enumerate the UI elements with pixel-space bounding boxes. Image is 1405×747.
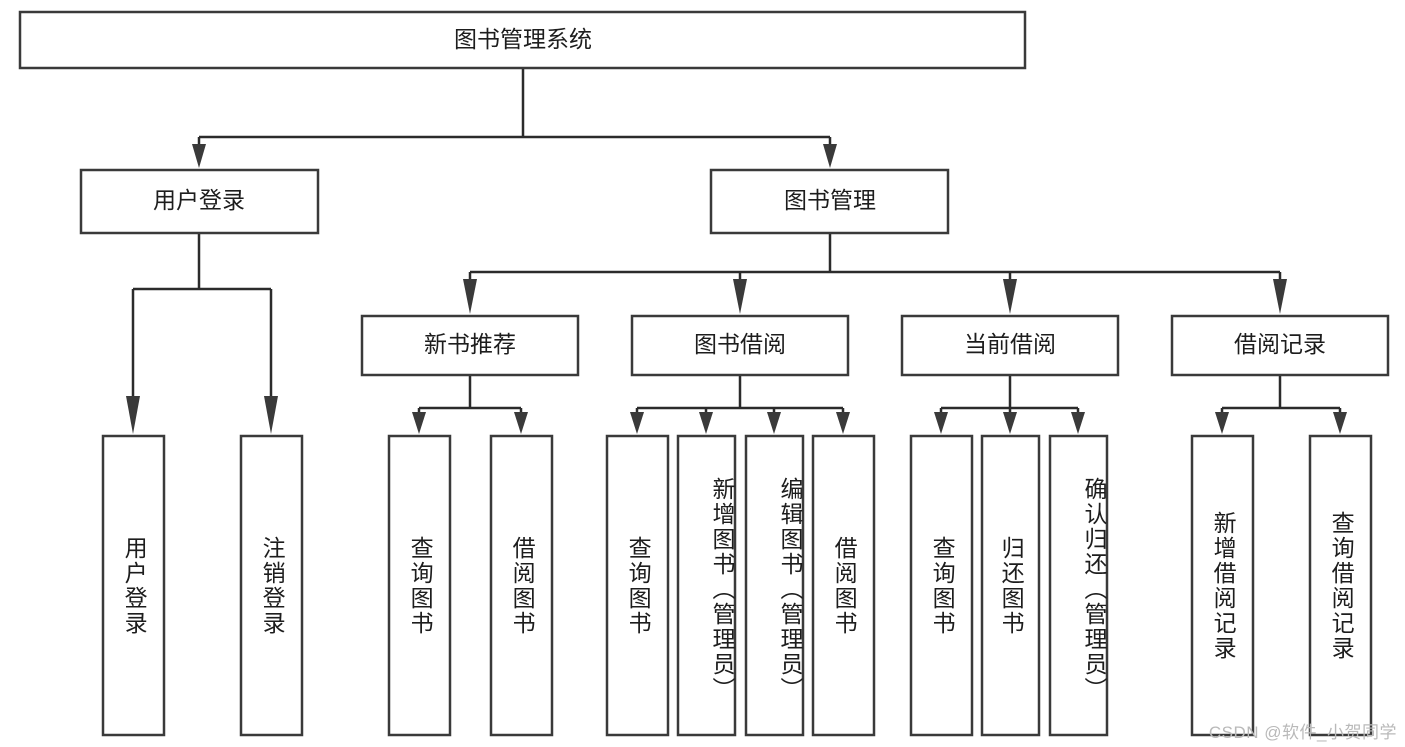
node-current-borrow-label: 当前借阅 (964, 331, 1056, 357)
node-new-book-rec-box[interactable] (360, 314, 580, 377)
node-new-book-rec-label: 新书推荐 (424, 331, 516, 357)
arrow-to-leaf-add-record (1215, 412, 1229, 434)
node-root[interactable]: 图书管理系统 (18, 10, 1027, 70)
node-book-borrow-box[interactable] (630, 314, 850, 377)
arrow-to-current-borrow (1003, 279, 1017, 314)
arrow-to-leaf-query-book-3 (934, 412, 948, 434)
arrow-to-leaf-return-book (1003, 412, 1017, 434)
node-leaf-add-record-box[interactable] (1190, 434, 1255, 737)
node-borrow-record[interactable]: 借阅记录 (1170, 314, 1390, 377)
node-book-borrow[interactable]: 图书借阅 (630, 314, 850, 377)
connector-group-root (192, 68, 837, 168)
node-borrow-record-label: 借阅记录 (1234, 331, 1326, 357)
connector-group-book-manage (463, 233, 1287, 314)
node-borrow-record-box[interactable] (1170, 314, 1390, 377)
node-root-box[interactable] (18, 10, 1027, 70)
arrow-to-new-book-rec (463, 279, 477, 314)
node-user-login-label: 用户登录 (153, 187, 245, 213)
arrow-to-user-login (192, 144, 206, 168)
csdn-watermark: CSDN @软件_小贺同学 (1208, 723, 1397, 742)
arrow-to-leaf-query-book-2 (630, 412, 644, 434)
node-leaf-query-book-2-box[interactable] (605, 434, 670, 737)
connector-group-borrow-record (1215, 375, 1347, 434)
node-leaf-confirm-return-box[interactable] (1048, 434, 1109, 737)
connector-group-current-borrow (934, 375, 1085, 434)
arrow-to-leaf-add-book (699, 412, 713, 434)
node-book-borrow-label: 图书借阅 (694, 331, 786, 357)
node-leaf-logout-box[interactable] (239, 434, 304, 737)
node-current-borrow[interactable]: 当前借阅 (900, 314, 1120, 377)
connector-group-book-borrow (630, 375, 850, 434)
node-leaf-query-book-1-box[interactable] (387, 434, 452, 737)
arrow-to-leaf-query-book-1 (412, 412, 426, 434)
arrow-to-book-borrow (733, 279, 747, 314)
node-book-manage-box[interactable] (709, 168, 950, 235)
arrow-to-leaf-edit-book (767, 412, 781, 434)
node-leaf-query-record-box[interactable] (1308, 434, 1373, 737)
arrow-to-leaf-query-record (1333, 412, 1347, 434)
connector-group-user-login (126, 233, 278, 434)
node-leaf-user-login-box[interactable] (101, 434, 166, 737)
node-root-label: 图书管理系统 (454, 26, 592, 52)
node-leaf-borrow-book-2-box[interactable] (811, 434, 876, 737)
arrow-to-borrow-record (1273, 279, 1287, 314)
node-leaf-add-book-box[interactable] (676, 434, 737, 737)
arrow-to-leaf-logout (264, 396, 278, 434)
arrow-to-leaf-borrow-book-2 (836, 412, 850, 434)
arrow-to-leaf-confirm-return (1071, 412, 1085, 434)
node-leaf-borrow-book-1-box[interactable] (489, 434, 554, 737)
node-user-login[interactable]: 用户登录 (79, 168, 320, 235)
node-user-login-box[interactable] (79, 168, 320, 235)
node-leaf-edit-book-box[interactable] (744, 434, 805, 737)
node-leaf-return-book-box[interactable] (980, 434, 1041, 737)
node-current-borrow-box[interactable] (900, 314, 1120, 377)
node-leaf-query-book-3-box[interactable] (909, 434, 974, 737)
node-new-book-rec[interactable]: 新书推荐 (360, 314, 580, 377)
connector-group-new-book-rec (412, 375, 528, 434)
node-book-manage[interactable]: 图书管理 (709, 168, 950, 235)
node-book-manage-label: 图书管理 (784, 187, 876, 213)
arrow-to-leaf-borrow-book-1 (514, 412, 528, 434)
arrow-to-book-manage (823, 144, 837, 168)
arrow-to-leaf-user-login (126, 396, 140, 434)
